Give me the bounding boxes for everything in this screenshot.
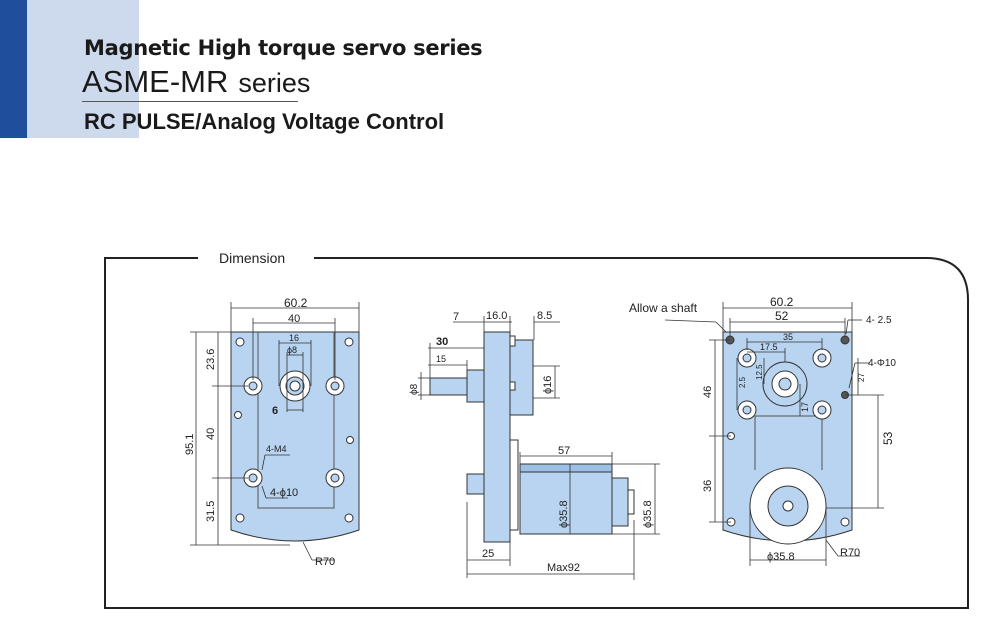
back-d35: 35 [783,332,793,342]
back-d175: 17.5 [760,342,778,352]
front-h-total: 95.1 [184,434,196,455]
back-d36: 36 [702,480,714,492]
front-d8: ϕ8 [287,345,297,355]
back-phi358: ϕ35.8 [767,551,795,563]
side-gearbox-plate [483,331,511,543]
side-d25: 25 [482,548,494,560]
side-max92: Max92 [547,562,580,574]
front-hole-4-inner [330,473,340,483]
model-code: ASME-MR [82,64,229,99]
back-hole-3-inner [742,405,752,415]
front-hole-2-inner [330,381,340,391]
panel-label: Dimension [219,250,285,266]
front-screw-tr [344,337,354,347]
back-d25: 2.5 [738,376,747,388]
back-r70: R70 [840,547,860,559]
side-boss [466,369,485,403]
title-rule [82,101,298,102]
front-r70: R70 [315,556,335,568]
front-recess [257,332,335,509]
header-accent-bar [0,0,27,138]
side-shaft [429,377,468,396]
side-d57: 57 [558,445,570,457]
model-name: ASME-MR series [82,64,310,100]
front-plate [230,331,360,542]
side-motor [519,463,613,535]
back-w-inner: 52 [775,309,789,323]
front-w-outer: 60.2 [284,296,308,310]
front-shaft-core [289,380,301,392]
side-d30: 30 [436,336,448,348]
side-boss-low [466,473,485,495]
front-w-inner: 40 [288,313,300,325]
side-phi8: ϕ8 [409,383,420,395]
side-d7: 7 [453,311,459,323]
back-d46: 46 [702,386,714,398]
back-d53: 53 [881,431,895,445]
back-hole25: 4- 2.5 [866,315,892,326]
front-screw-br [344,513,354,523]
side-d16: 16.0 [486,310,507,322]
side-tab-2 [509,381,516,391]
back-dims [664,302,884,566]
back-gear-core [778,377,792,391]
panel-frame [104,257,969,609]
front-screw-bl [235,513,245,523]
back-screw-br [840,517,850,527]
back-screw-tr [840,335,850,345]
side-d15: 15 [436,354,446,364]
side-gear-housing [509,339,534,416]
front-dims [190,302,360,561]
side-terminal [627,489,635,515]
front-six: 6 [272,405,278,417]
control-subtitle: RC PULSE/Analog Voltage Control [84,109,445,134]
front-screw-mr [346,436,354,444]
front-d16: 16 [289,333,299,343]
side-phi16: ϕ16 [542,376,554,394]
front-screw-tl [235,337,245,347]
side-flange [509,439,519,531]
side-motor-cap [611,477,629,527]
model-suffix: series [238,68,311,98]
side-view [429,331,635,543]
back-allow-shaft: Allow a shaft [629,301,698,315]
back-hole-2-inner [817,353,827,363]
side-phi358a: ϕ35.8 [558,500,570,528]
front-h-top: 23.6 [205,349,217,370]
back-hole-1-inner [742,353,752,363]
front-screw-ml [234,411,242,419]
back-w-outer: 60.2 [770,295,794,309]
side-tab-1 [509,335,516,347]
back-motor-shaft [782,500,794,512]
front-h-bot: 31.5 [205,501,217,522]
side-motor-band [519,463,613,473]
back-d27: 27 [857,373,866,382]
front-hole-1-inner [248,381,258,391]
front-hole-3-inner [248,473,258,483]
side-phi358b: ϕ35.8 [642,500,654,528]
header-accent-panel [27,0,139,138]
back-d17: 17 [800,402,810,412]
front-h-mid: 40 [205,428,217,440]
front-phi10: 4-ϕ10 [270,487,298,499]
back-hole-4-inner [817,405,827,415]
side-d85: 8.5 [537,310,552,322]
back-hole10: 4-Φ10 [868,358,896,369]
back-view [722,331,853,545]
side-dims [418,316,660,580]
front-m4: 4-M4 [266,444,287,454]
front-view [230,331,360,542]
series-title: Magnetic High torque servo series [84,36,483,60]
back-d125: 12.5 [755,364,764,380]
